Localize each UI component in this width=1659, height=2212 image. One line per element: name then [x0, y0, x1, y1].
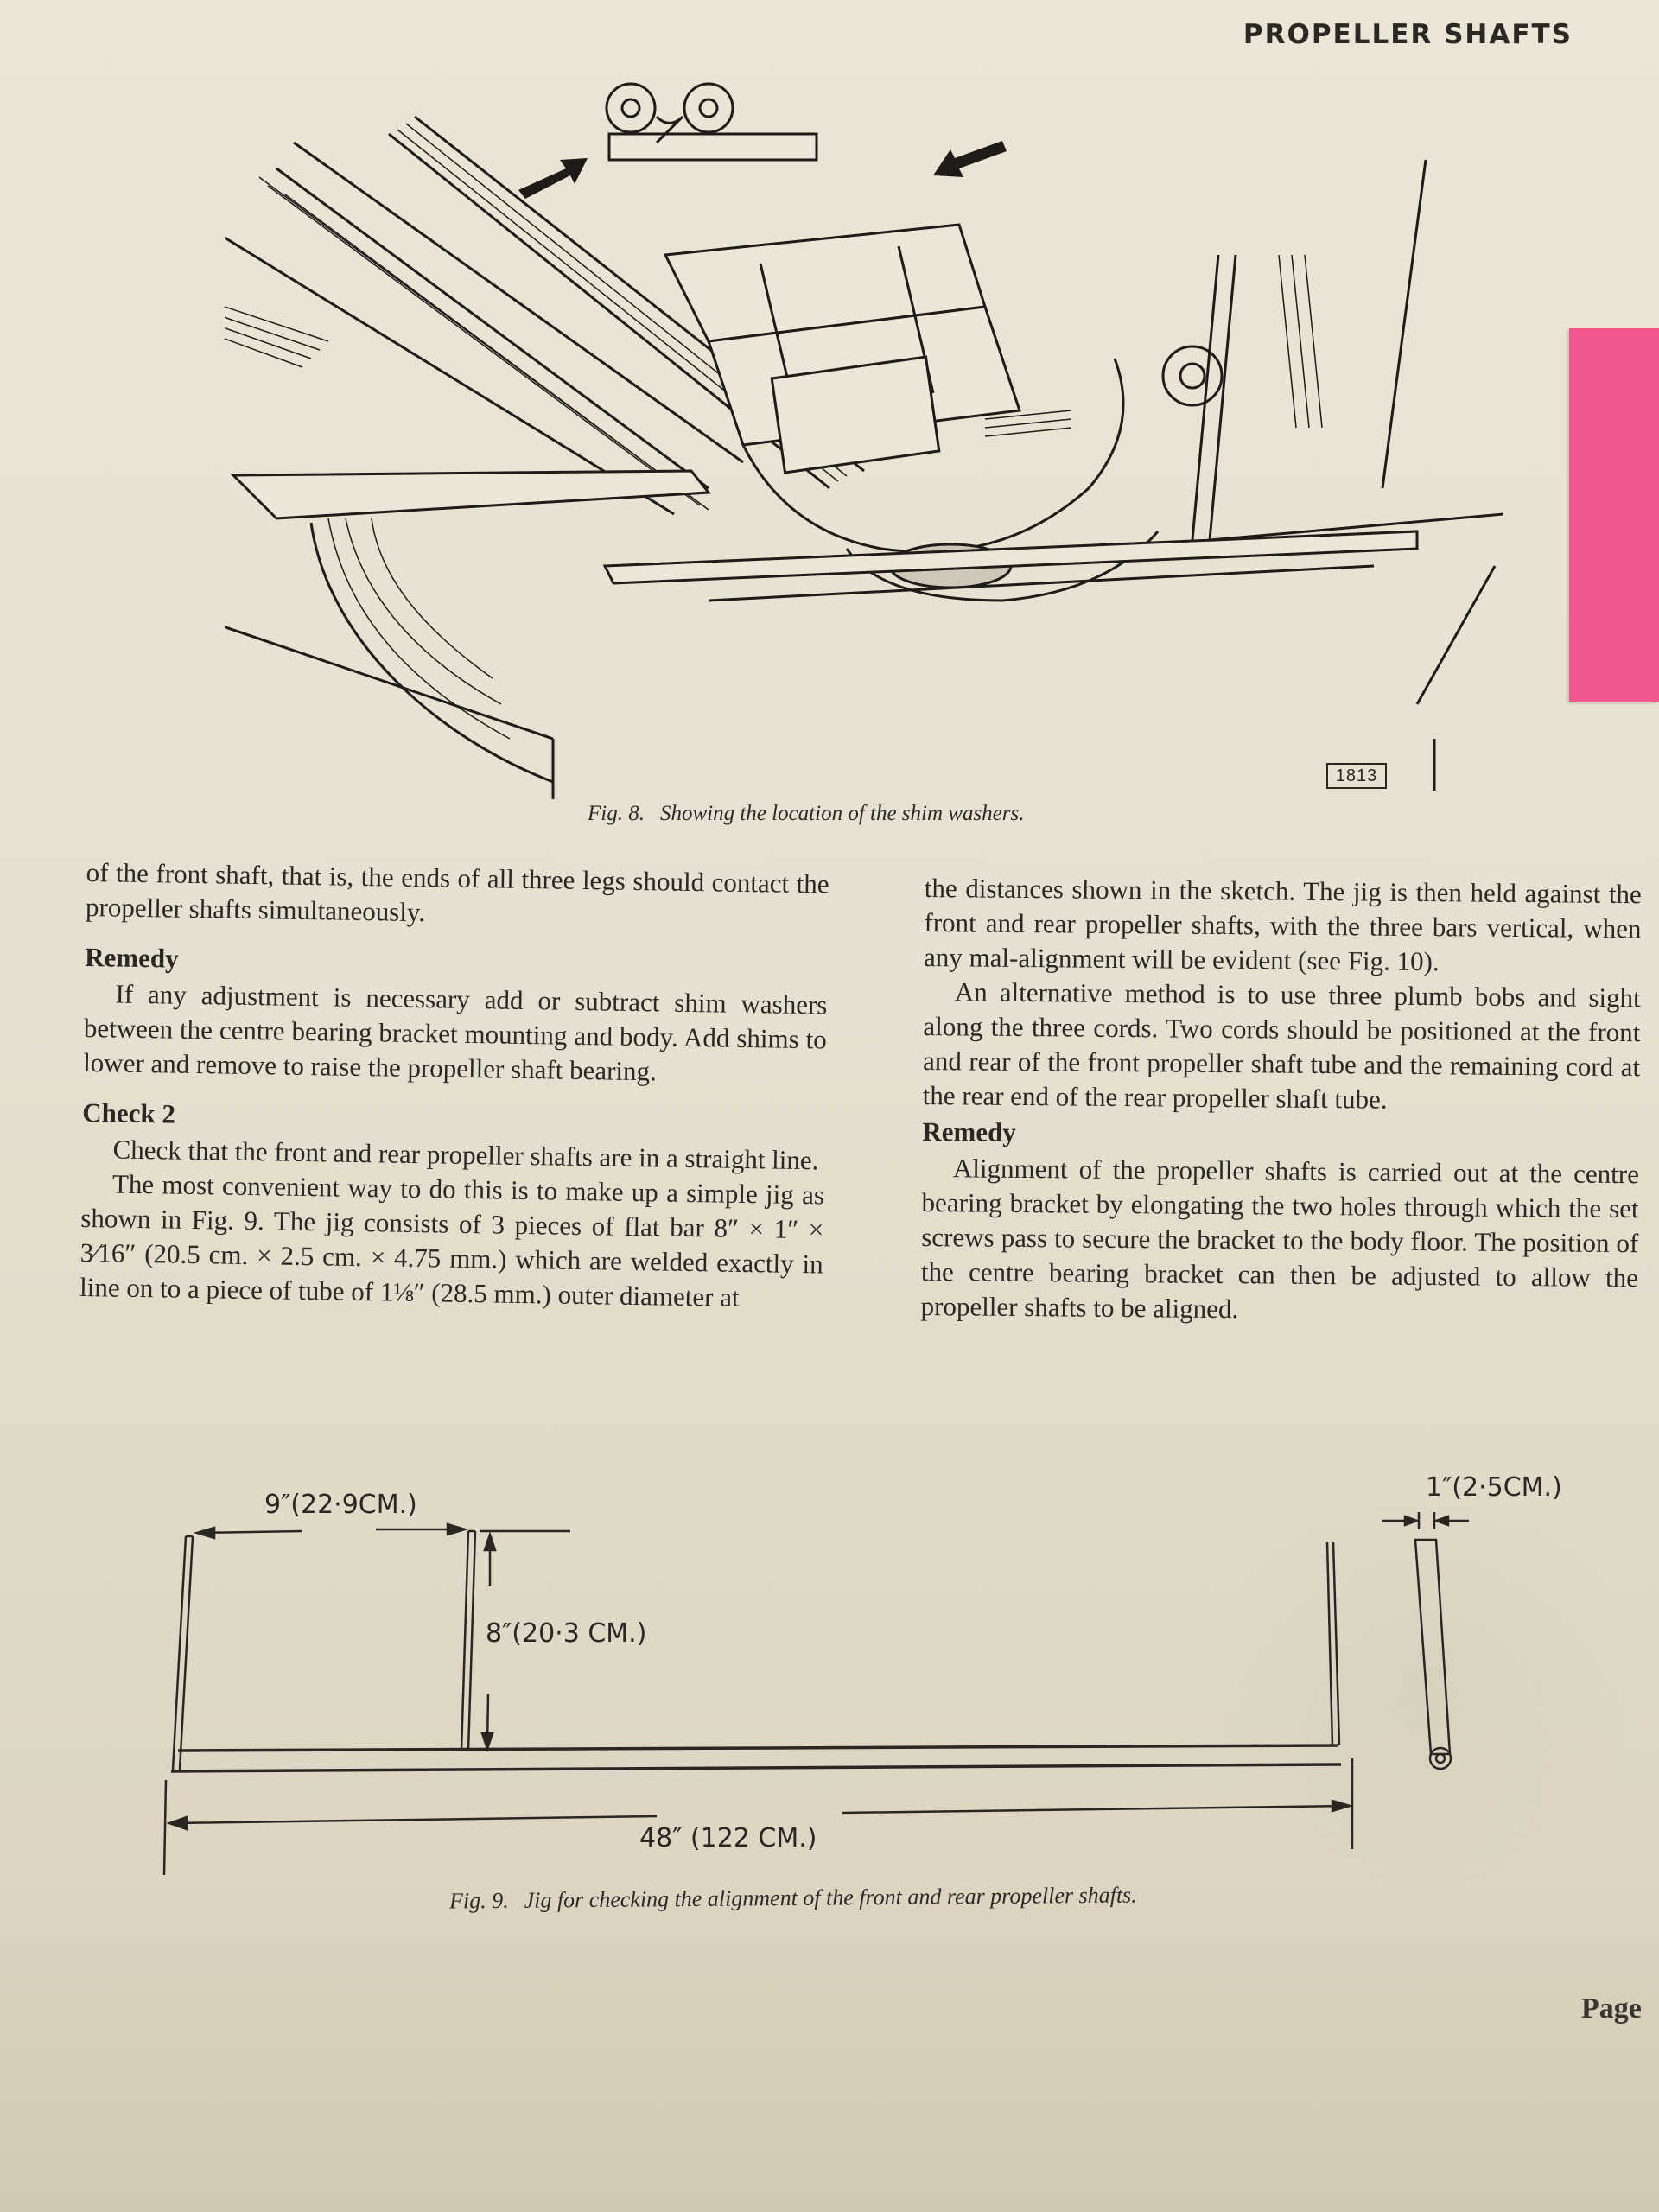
figure-9-tube-piece	[1374, 1503, 1478, 1780]
right-para-1: the distances shown in the sketch. The j…	[923, 872, 1642, 977]
dimension-48-inch: 48″ (122 CM.)	[639, 1823, 817, 1853]
remedy-text-1: If any adjustment is necessary add or su…	[82, 978, 828, 1087]
remedy-text-2: Alignment of the propeller shafts is car…	[920, 1153, 1640, 1325]
left-column: of the front shaft, that is, the ends of…	[79, 855, 830, 1316]
figure-9-caption-text: Jig for checking the alignment of the fr…	[524, 1882, 1137, 1913]
figure-8-caption-text: Showing the location of the shim washers…	[659, 802, 1025, 825]
dimension-8-inch: 8″(20·3 CM.)	[486, 1618, 647, 1649]
dimension-9-inch: 9″(22·9CM.)	[264, 1490, 417, 1520]
left-para-continuation: of the front shaft, that is, the ends of…	[85, 856, 830, 928]
dimension-1-inch: 1″(2·5CM.)	[1426, 1472, 1562, 1503]
figure-9-number: Fig. 9.	[448, 1887, 509, 1914]
right-column: the distances shown in the sketch. The j…	[920, 871, 1642, 1330]
figure-9-caption: Fig. 9. Jig for checking the alignment of…	[449, 1883, 1137, 1915]
pink-sticky-tab	[1569, 328, 1659, 702]
figure-9-jig-diagram	[147, 1460, 1408, 1884]
right-para-2: An alternative method is to use three pl…	[922, 976, 1641, 1115]
remedy-heading-2: Remedy	[922, 1116, 1017, 1147]
jig-description: The most convenient way to do this is to…	[79, 1168, 825, 1313]
figure-8-number: Fig. 8.	[588, 802, 645, 825]
plate-number: 1813	[1326, 763, 1387, 789]
running-head: PROPELLER SHAFTS	[1243, 19, 1573, 50]
page-label: Page	[1581, 1993, 1642, 2024]
figure-8-illustration	[146, 82, 1504, 799]
figure-8-caption: Fig. 8. Showing the location of the shim …	[588, 802, 1025, 826]
